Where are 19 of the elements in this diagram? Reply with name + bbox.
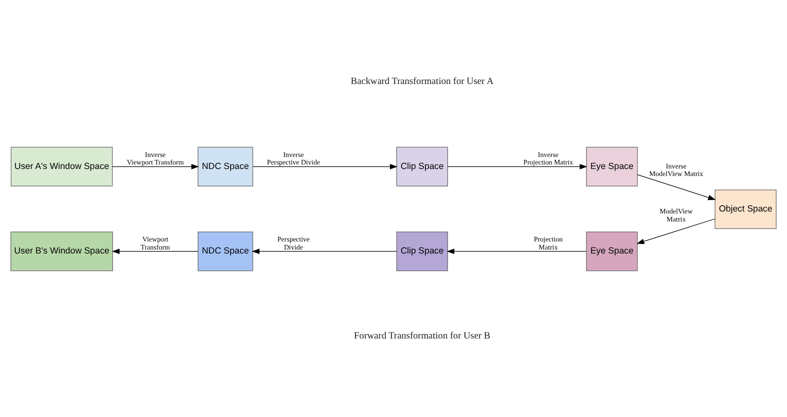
arrow xyxy=(112,248,198,254)
node-box: NDC Space xyxy=(198,146,254,186)
arrow xyxy=(447,163,588,169)
label: Backward Transformation for User A xyxy=(350,76,494,87)
node-box: NDC Space xyxy=(198,231,254,271)
arrow xyxy=(252,163,398,169)
node-box: Eye Space xyxy=(586,231,638,271)
arrow xyxy=(252,248,397,254)
node-box: Eye Space xyxy=(586,146,638,186)
arrow xyxy=(636,218,716,244)
arrow xyxy=(446,248,587,254)
node-box: User B's Window Space xyxy=(10,231,113,271)
node-box: Clip Space xyxy=(396,231,448,271)
arrow xyxy=(112,163,199,169)
label: Forward Transformation for User B xyxy=(354,330,490,341)
node-box: Clip Space xyxy=(396,146,448,186)
node-box: User A's Window Space xyxy=(10,146,113,186)
node-box: Object Space xyxy=(714,189,776,229)
arrow xyxy=(637,174,716,200)
